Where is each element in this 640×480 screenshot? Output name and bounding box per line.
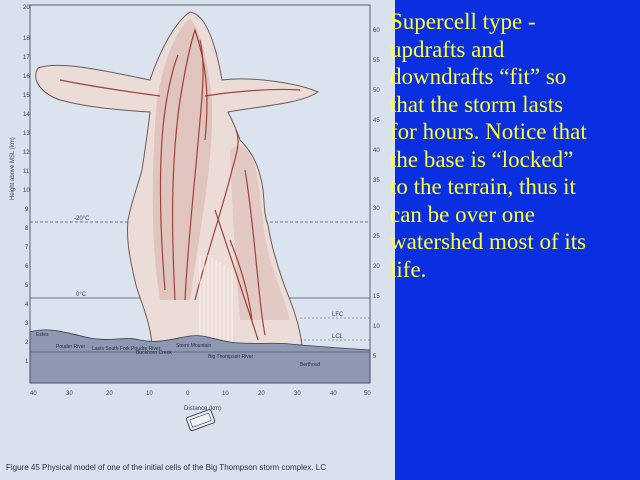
x-axis-ticks: 40 30 20 10 0 10 20 30 40 50 [30,391,371,397]
terrain [29,329,371,384]
slide-text-line: to the terrain, thus it [390,174,576,199]
place-label: Big Thompson River [208,354,254,360]
slide-text-line: Supercell type - [390,9,536,34]
slide-text-line: updrafts and [390,36,505,62]
y-tick: 16 [23,74,30,80]
x-tick: 30 [294,391,301,397]
y-tick: 5 [25,283,29,289]
right-tick: 50 [373,88,380,94]
place-label: Pouder River [56,344,86,350]
y-axis-ticks: 20 18 17 16 15 14 13 12 11 10 9 8 7 6 5 … [23,5,30,365]
x-tick: 10 [222,391,229,397]
right-tick: 30 [373,206,380,212]
y-tick: 15 [23,93,30,99]
y-tick: 13 [23,131,30,137]
y-tick: 14 [23,112,30,118]
streamlines [59,28,301,341]
right-tick: 5 [373,354,377,360]
level-label: LCL [332,334,344,340]
y-tick: 9 [25,207,29,213]
cloud-tower-left [152,18,213,300]
place-label: Buckhorn Creek [136,350,172,356]
publisher-logo [186,409,216,432]
slide-text-line: watershed most of its [390,229,587,254]
slide-text-line: for hours. Notice that [390,119,587,144]
slide-text-line: that the storm lasts [390,91,564,117]
storm-model-figure: 20 18 17 16 15 14 13 12 11 10 9 8 7 6 5 … [0,0,395,480]
y-tick: 4 [25,302,29,308]
place-label: Berthoud [300,362,321,368]
storm-diagram: 20 18 17 16 15 14 13 12 11 10 9 8 7 6 5 … [10,4,380,432]
y-tick: 2 [25,340,29,346]
slide-text-line: life. [390,256,427,282]
slide-text-line: downdrafts “fit” so [390,64,567,89]
place-label: Storm Mountain [176,343,212,349]
right-axis-ticks: 60 55 50 45 40 35 30 25 20 15 10 5 [373,28,380,360]
figure-caption: Figure 45 Physical model of one of the i… [6,463,327,472]
x-tick: 30 [66,391,73,397]
y-tick: 7 [25,245,29,251]
y-tick: 18 [23,36,30,42]
y-tick: 3 [25,321,29,327]
y-axis-label: Height above MSL (km) [10,137,16,200]
place-label: Lasts South Fork Poudre River [92,346,161,352]
y-tick: 20 [23,5,30,11]
x-tick: 20 [106,391,113,397]
right-tick: 15 [373,294,380,300]
y-tick: 8 [25,226,29,232]
x-tick: 40 [330,391,337,397]
right-tick: 35 [373,178,380,184]
x-tick: 0 [186,391,190,397]
right-tick: 10 [373,324,380,330]
x-tick: 50 [364,391,371,397]
slide-text-block: Supercell type - updrafts and downdrafts… [390,8,638,283]
x-tick: 40 [30,391,37,397]
level-label: LFC [332,312,344,318]
slide-text-line: can be over one [390,201,535,227]
y-tick: 10 [23,188,30,194]
right-tick: 45 [373,118,380,124]
y-tick: 11 [23,169,30,175]
x-tick: 10 [146,391,153,397]
rain-shafts [199,255,233,345]
x-tick: 20 [258,391,265,397]
right-tick: 40 [373,148,380,154]
y-tick: 1 [25,359,29,365]
y-tick: 6 [25,264,29,270]
y-tick: 12 [23,150,30,156]
x-axis-label: Distance (km) [184,406,221,412]
isotherm-label: -20°C [74,216,90,222]
slide-text-line: the base is “locked” [390,146,574,172]
cloud-tower-right [230,146,290,320]
right-tick: 20 [373,264,380,270]
right-tick: 25 [373,234,380,240]
right-tick: 60 [373,28,380,34]
right-tick: 55 [373,58,380,64]
place-label: Estes [36,332,49,338]
y-tick: 17 [23,55,30,61]
isotherm-label: 0°C [76,292,87,298]
